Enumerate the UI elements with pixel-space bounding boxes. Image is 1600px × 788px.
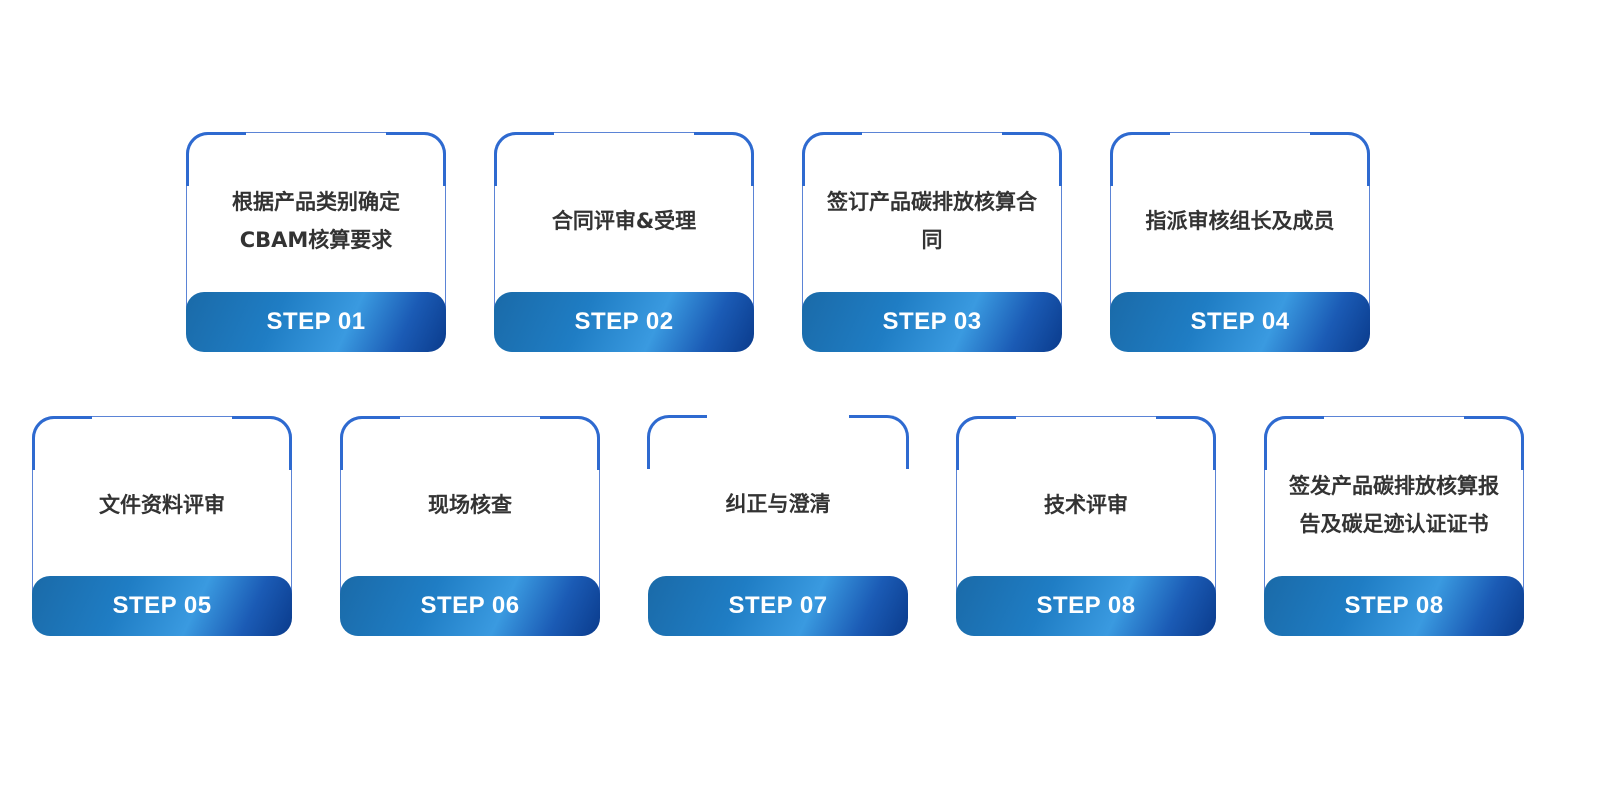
- step-card-04: 指派审核组长及成员 STEP 04: [1110, 132, 1370, 352]
- step-description-line: 纠正与澄清: [725, 492, 831, 516]
- corner-bracket-left: [494, 132, 554, 186]
- step-description-line: 告及碳足迹认证证书: [1299, 512, 1489, 536]
- corner-bracket-right: [540, 416, 600, 470]
- step-description-line: 根据产品类别确定: [232, 190, 400, 214]
- corner-bracket-right: [386, 132, 446, 186]
- step-description: 合同评审&受理: [511, 151, 737, 291]
- step-label: STEP 01: [186, 292, 446, 352]
- corner-bracket-left: [802, 132, 862, 186]
- step-card-06: 现场核查 STEP 06: [340, 416, 600, 636]
- corner-bracket-right: [1310, 132, 1370, 186]
- step-label: STEP 08: [1264, 576, 1524, 636]
- step-card-07: 纠正与澄清 STEP 07: [647, 415, 909, 636]
- step-description-line: 文件资料评审: [99, 493, 225, 517]
- step-description-line: 签订产品碳排放核算合: [827, 190, 1037, 214]
- card-frame: 签订产品碳排放核算合 同: [802, 132, 1062, 322]
- card-frame: 合同评审&受理: [494, 132, 754, 322]
- step-description-line: 签发产品碳排放核算报: [1289, 474, 1499, 498]
- step-description-line: 指派审核组长及成员: [1145, 209, 1335, 233]
- corner-bracket-left: [32, 416, 92, 470]
- step-description: 文件资料评审: [49, 435, 275, 575]
- step-description: 纠正与澄清: [664, 434, 892, 574]
- step-description-line: 合同评审&受理: [551, 209, 697, 233]
- corner-bracket-left: [340, 416, 400, 470]
- step-description: 现场核查: [357, 435, 583, 575]
- corner-bracket-right: [849, 415, 909, 469]
- corner-bracket-right: [1464, 416, 1524, 470]
- step-description-line: 现场核查: [428, 493, 512, 517]
- card-frame: 纠正与澄清: [647, 415, 909, 606]
- step-card-05: 文件资料评审 STEP 05: [32, 416, 292, 636]
- step-description: 技术评审: [973, 435, 1199, 575]
- corner-bracket-left: [1110, 132, 1170, 186]
- step-label: STEP 08: [956, 576, 1216, 636]
- step-description: 签发产品碳排放核算报 告及碳足迹认证证书: [1281, 435, 1507, 575]
- card-frame: 指派审核组长及成员: [1110, 132, 1370, 322]
- step-label: STEP 07: [648, 576, 908, 636]
- corner-bracket-right: [1156, 416, 1216, 470]
- card-frame: 签发产品碳排放核算报 告及碳足迹认证证书: [1264, 416, 1524, 606]
- card-frame: 根据产品类别确定 CBAM核算要求: [186, 132, 446, 322]
- step-description: 根据产品类别确定 CBAM核算要求: [203, 151, 429, 291]
- step-description: 指派审核组长及成员: [1127, 151, 1353, 291]
- corner-bracket-left: [956, 416, 1016, 470]
- step-card-08: 技术评审 STEP 08: [956, 416, 1216, 636]
- corner-bracket-right: [694, 132, 754, 186]
- step-description-line: CBAM核算要求: [239, 228, 393, 252]
- step-description-line: 技术评审: [1044, 493, 1128, 517]
- corner-bracket-left: [186, 132, 246, 186]
- step-label: STEP 06: [340, 576, 600, 636]
- corner-bracket-left: [647, 415, 707, 469]
- step-label: STEP 02: [494, 292, 754, 352]
- card-frame: 技术评审: [956, 416, 1216, 606]
- corner-bracket-right: [1002, 132, 1062, 186]
- step-card-03: 签订产品碳排放核算合 同 STEP 03: [802, 132, 1062, 352]
- step-card-01: 根据产品类别确定 CBAM核算要求 STEP 01: [186, 132, 446, 352]
- step-label: STEP 03: [802, 292, 1062, 352]
- step-card-09: 签发产品碳排放核算报 告及碳足迹认证证书 STEP 08: [1264, 416, 1524, 636]
- step-card-02: 合同评审&受理 STEP 02: [494, 132, 754, 352]
- step-description: 签订产品碳排放核算合 同: [819, 151, 1045, 291]
- step-label: STEP 05: [32, 576, 292, 636]
- corner-bracket-right: [232, 416, 292, 470]
- corner-bracket-left: [1264, 416, 1324, 470]
- card-frame: 文件资料评审: [32, 416, 292, 606]
- card-frame: 现场核查: [340, 416, 600, 606]
- step-description-line: 同: [921, 228, 943, 252]
- step-label: STEP 04: [1110, 292, 1370, 352]
